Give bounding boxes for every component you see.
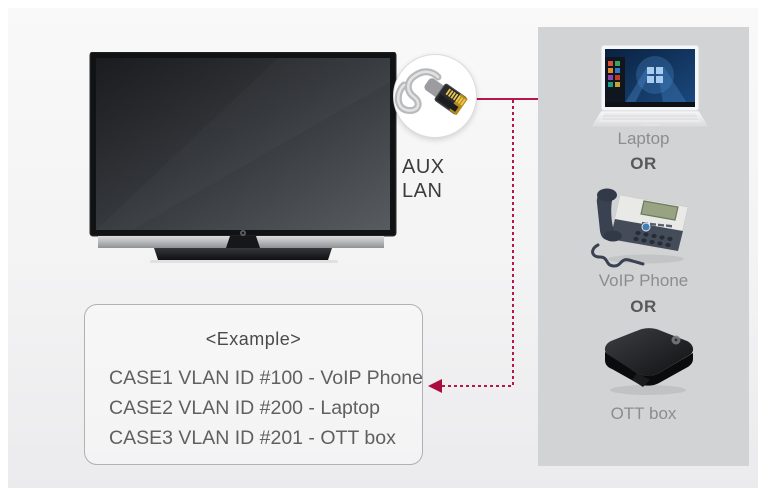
- or-separator-2: OR: [630, 297, 657, 316]
- tv-stand-neck: [226, 236, 260, 248]
- aux-lan-line1: AUX: [402, 156, 445, 178]
- lg-logo-icon: [240, 230, 246, 236]
- ott-box-icon: [604, 328, 694, 395]
- example-title: <Example>: [205, 329, 302, 349]
- connector-line-tv-to-laptop: [474, 98, 596, 100]
- device-label-voip-phone: VoIP Phone: [598, 271, 689, 290]
- example-box: <Example> CASE1 VLAN ID #100 - VoIP Phon…: [84, 304, 423, 465]
- tv-screen: [96, 58, 390, 230]
- dotted-line-horizontal: [442, 385, 513, 387]
- example-case-1: CASE1 VLAN ID #100 - VoIP Phone: [109, 367, 423, 389]
- device-label-ott-box: OTT box: [610, 404, 677, 423]
- aux-lan-line2: LAN: [402, 180, 443, 202]
- tv-stand-base: [154, 248, 332, 260]
- device-label-laptop: Laptop: [617, 129, 670, 148]
- lan-cable-rj45-icon: [394, 68, 468, 115]
- example-case-3: CASE3 VLAN ID #201 - OTT box: [109, 427, 396, 449]
- voip-phone-icon: [591, 188, 689, 268]
- lan-cable-callout: [393, 54, 477, 138]
- example-case-2: CASE2 VLAN ID #200 - Laptop: [109, 397, 380, 419]
- laptop-icon: [591, 45, 709, 128]
- or-separator-1: OR: [630, 154, 657, 173]
- diagram-canvas: AUX LAN: [8, 8, 758, 488]
- example-case-list: CASE1 VLAN ID #100 - VoIP Phone CASE2 VL…: [109, 363, 423, 453]
- arrow-to-example-icon: [428, 379, 442, 393]
- ott-lg-logo-icon: [671, 335, 681, 345]
- dotted-line-vertical: [512, 100, 514, 386]
- tv-image: [89, 52, 397, 263]
- aux-lan-label: AUX LAN: [402, 155, 445, 203]
